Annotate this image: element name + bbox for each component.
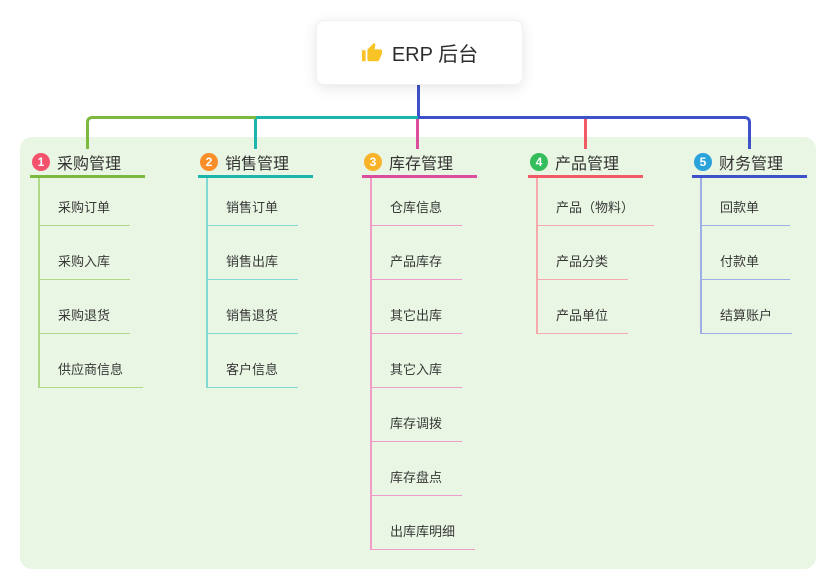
node-stock-transfer[interactable]: 库存调拨: [370, 388, 463, 442]
branch-title-product[interactable]: 4 产品管理: [528, 148, 643, 178]
connector-drop-sales: [254, 119, 257, 149]
node-outbound-detail[interactable]: 出库库明细: [370, 496, 476, 550]
branch-children: 采购订单 采购入库 采购退货 供应商信息: [38, 178, 180, 388]
branch-title-purchase[interactable]: 1 采购管理: [30, 148, 145, 178]
node-stock-taking[interactable]: 库存盘点: [370, 442, 463, 496]
connector-elbow-finance: [418, 116, 751, 149]
number-badge-2: 2: [200, 152, 218, 171]
node-product-material[interactable]: 产品（物料）: [536, 178, 655, 226]
node-product-category[interactable]: 产品分类: [536, 226, 629, 280]
node-settlement-account[interactable]: 结算账户: [700, 280, 793, 334]
number-badge-3: 3: [364, 152, 382, 171]
node-purchase-inbound[interactable]: 采购入库: [38, 226, 131, 280]
number-badge-1: 1: [32, 152, 50, 171]
connector-drop-inventory: [416, 119, 419, 149]
node-product-stock[interactable]: 产品库存: [370, 226, 463, 280]
branches-panel: [20, 137, 816, 569]
node-purchase-return[interactable]: 采购退货: [38, 280, 131, 334]
node-payment-bill[interactable]: 付款单: [700, 226, 790, 280]
node-warehouse-info[interactable]: 仓库信息: [370, 178, 463, 226]
branch-children: 仓库信息 产品库存 其它出库 其它入库 库存调拨 库存盘点 出库库明细: [370, 178, 512, 550]
node-customer-info[interactable]: 客户信息: [206, 334, 299, 388]
branch-label: 采购管理: [57, 155, 122, 173]
node-receipt-bill[interactable]: 回款单: [700, 178, 790, 226]
branch-label: 库存管理: [389, 155, 454, 173]
branch-children: 销售订单 销售出库 销售退货 客户信息: [206, 178, 348, 388]
branch-inventory-management: 3 库存管理 仓库信息 产品库存 其它出库 其它入库 库存调拨 库存盘点 出库库…: [362, 148, 512, 550]
branch-children: 产品（物料） 产品分类 产品单位: [536, 178, 678, 334]
node-other-inbound[interactable]: 其它入库: [370, 334, 463, 388]
connector-bus-sales: [256, 116, 418, 119]
connector-elbow-purchase: [86, 116, 256, 149]
connector-drop-product: [584, 119, 587, 149]
branch-product-management: 4 产品管理 产品（物料） 产品分类 产品单位: [528, 148, 678, 334]
node-sales-outbound[interactable]: 销售出库: [206, 226, 299, 280]
branch-title-inventory[interactable]: 3 库存管理: [362, 148, 477, 178]
node-supplier-info[interactable]: 供应商信息: [38, 334, 144, 388]
root-title: ERP 后台: [391, 44, 479, 66]
node-sales-return[interactable]: 销售退货: [206, 280, 299, 334]
branch-children: 回款单 付款单 结算账户: [700, 178, 839, 334]
branch-purchase-management: 1 采购管理 采购订单 采购入库 采购退货 供应商信息: [30, 148, 180, 388]
branch-title-sales[interactable]: 2 销售管理: [198, 148, 313, 178]
branch-finance-management: 5 财务管理 回款单 付款单 结算账户: [692, 148, 839, 334]
root-node[interactable]: ERP 后台: [316, 20, 523, 85]
root-connector-line: [417, 84, 420, 117]
branch-label: 销售管理: [225, 155, 290, 173]
branch-label: 财务管理: [719, 155, 784, 173]
branch-title-finance[interactable]: 5 财务管理: [692, 148, 807, 178]
number-badge-4: 4: [530, 152, 548, 171]
node-product-unit[interactable]: 产品单位: [536, 280, 629, 334]
number-badge-5: 5: [694, 152, 712, 171]
node-purchase-order[interactable]: 采购订单: [38, 178, 131, 226]
thumbs-up-icon: [361, 42, 383, 64]
branch-sales-management: 2 销售管理 销售订单 销售出库 销售退货 客户信息: [198, 148, 348, 388]
node-other-outbound[interactable]: 其它出库: [370, 280, 463, 334]
branch-label: 产品管理: [555, 155, 620, 173]
node-sales-order[interactable]: 销售订单: [206, 178, 299, 226]
